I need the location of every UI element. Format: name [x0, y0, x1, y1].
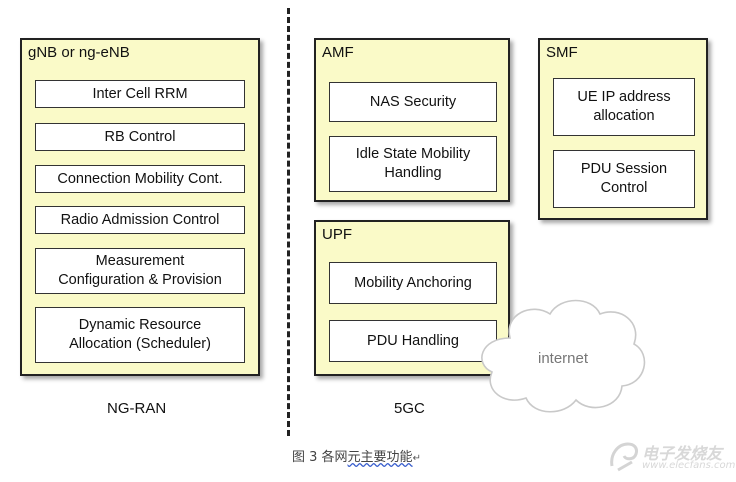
function-radio-admission: Radio Admission Control — [35, 206, 245, 234]
function-pdu-session-control: PDU Session Control — [553, 150, 695, 208]
figure-caption: 图 3 各网元主要功能↵ — [292, 446, 421, 465]
gnb-node-title: gNB or ng-eNB — [28, 44, 130, 61]
upf-node-box: UPF Mobility Anchoring PDU Handling — [314, 220, 510, 376]
core-5gc-label: 5GC — [394, 400, 425, 417]
internet-cloud: internet — [470, 292, 650, 422]
internet-label: internet — [538, 350, 589, 367]
smf-node-title: SMF — [546, 44, 578, 61]
function-idle-state-mobility: Idle State Mobility Handling — [329, 136, 497, 192]
ng-ran-label: NG-RAN — [107, 400, 167, 417]
function-mobility-anchoring: Mobility Anchoring — [329, 262, 497, 304]
function-inter-cell-rrm: Inter Cell RRM — [35, 80, 245, 108]
function-dynamic-resource: Dynamic Resource Allocation (Scheduler) — [35, 307, 245, 363]
caption-return-mark: ↵ — [412, 453, 421, 464]
gnb-node-box: gNB or ng-eNB Inter Cell RRM RB Control … — [20, 38, 260, 376]
amf-node-box: AMF NAS Security Idle State Mobility Han… — [314, 38, 510, 202]
watermark-text: 电子发烧友 — [642, 444, 723, 463]
ran-core-divider — [287, 8, 290, 436]
function-nas-security: NAS Security — [329, 82, 497, 122]
cloud-shape-icon — [481, 299, 646, 413]
watermark: 电子发烧友 www.elecfans.com — [608, 436, 735, 478]
function-connection-mobility: Connection Mobility Cont. — [35, 165, 245, 193]
function-pdu-handling: PDU Handling — [329, 320, 497, 362]
caption-prefix: 图 3 各网 — [292, 450, 348, 465]
watermark-url: www.elecfans.com — [642, 460, 736, 471]
function-rb-control: RB Control — [35, 123, 245, 151]
smf-node-box: SMF UE IP address allocation PDU Session… — [538, 38, 708, 220]
upf-node-title: UPF — [322, 226, 352, 243]
caption-underlined: 元主要功能 — [347, 450, 413, 465]
amf-node-title: AMF — [322, 44, 354, 61]
function-measurement-config: Measurement Configuration & Provision — [35, 248, 245, 294]
function-ue-ip-allocation: UE IP address allocation — [553, 78, 695, 136]
watermark-logo-icon — [610, 442, 638, 472]
